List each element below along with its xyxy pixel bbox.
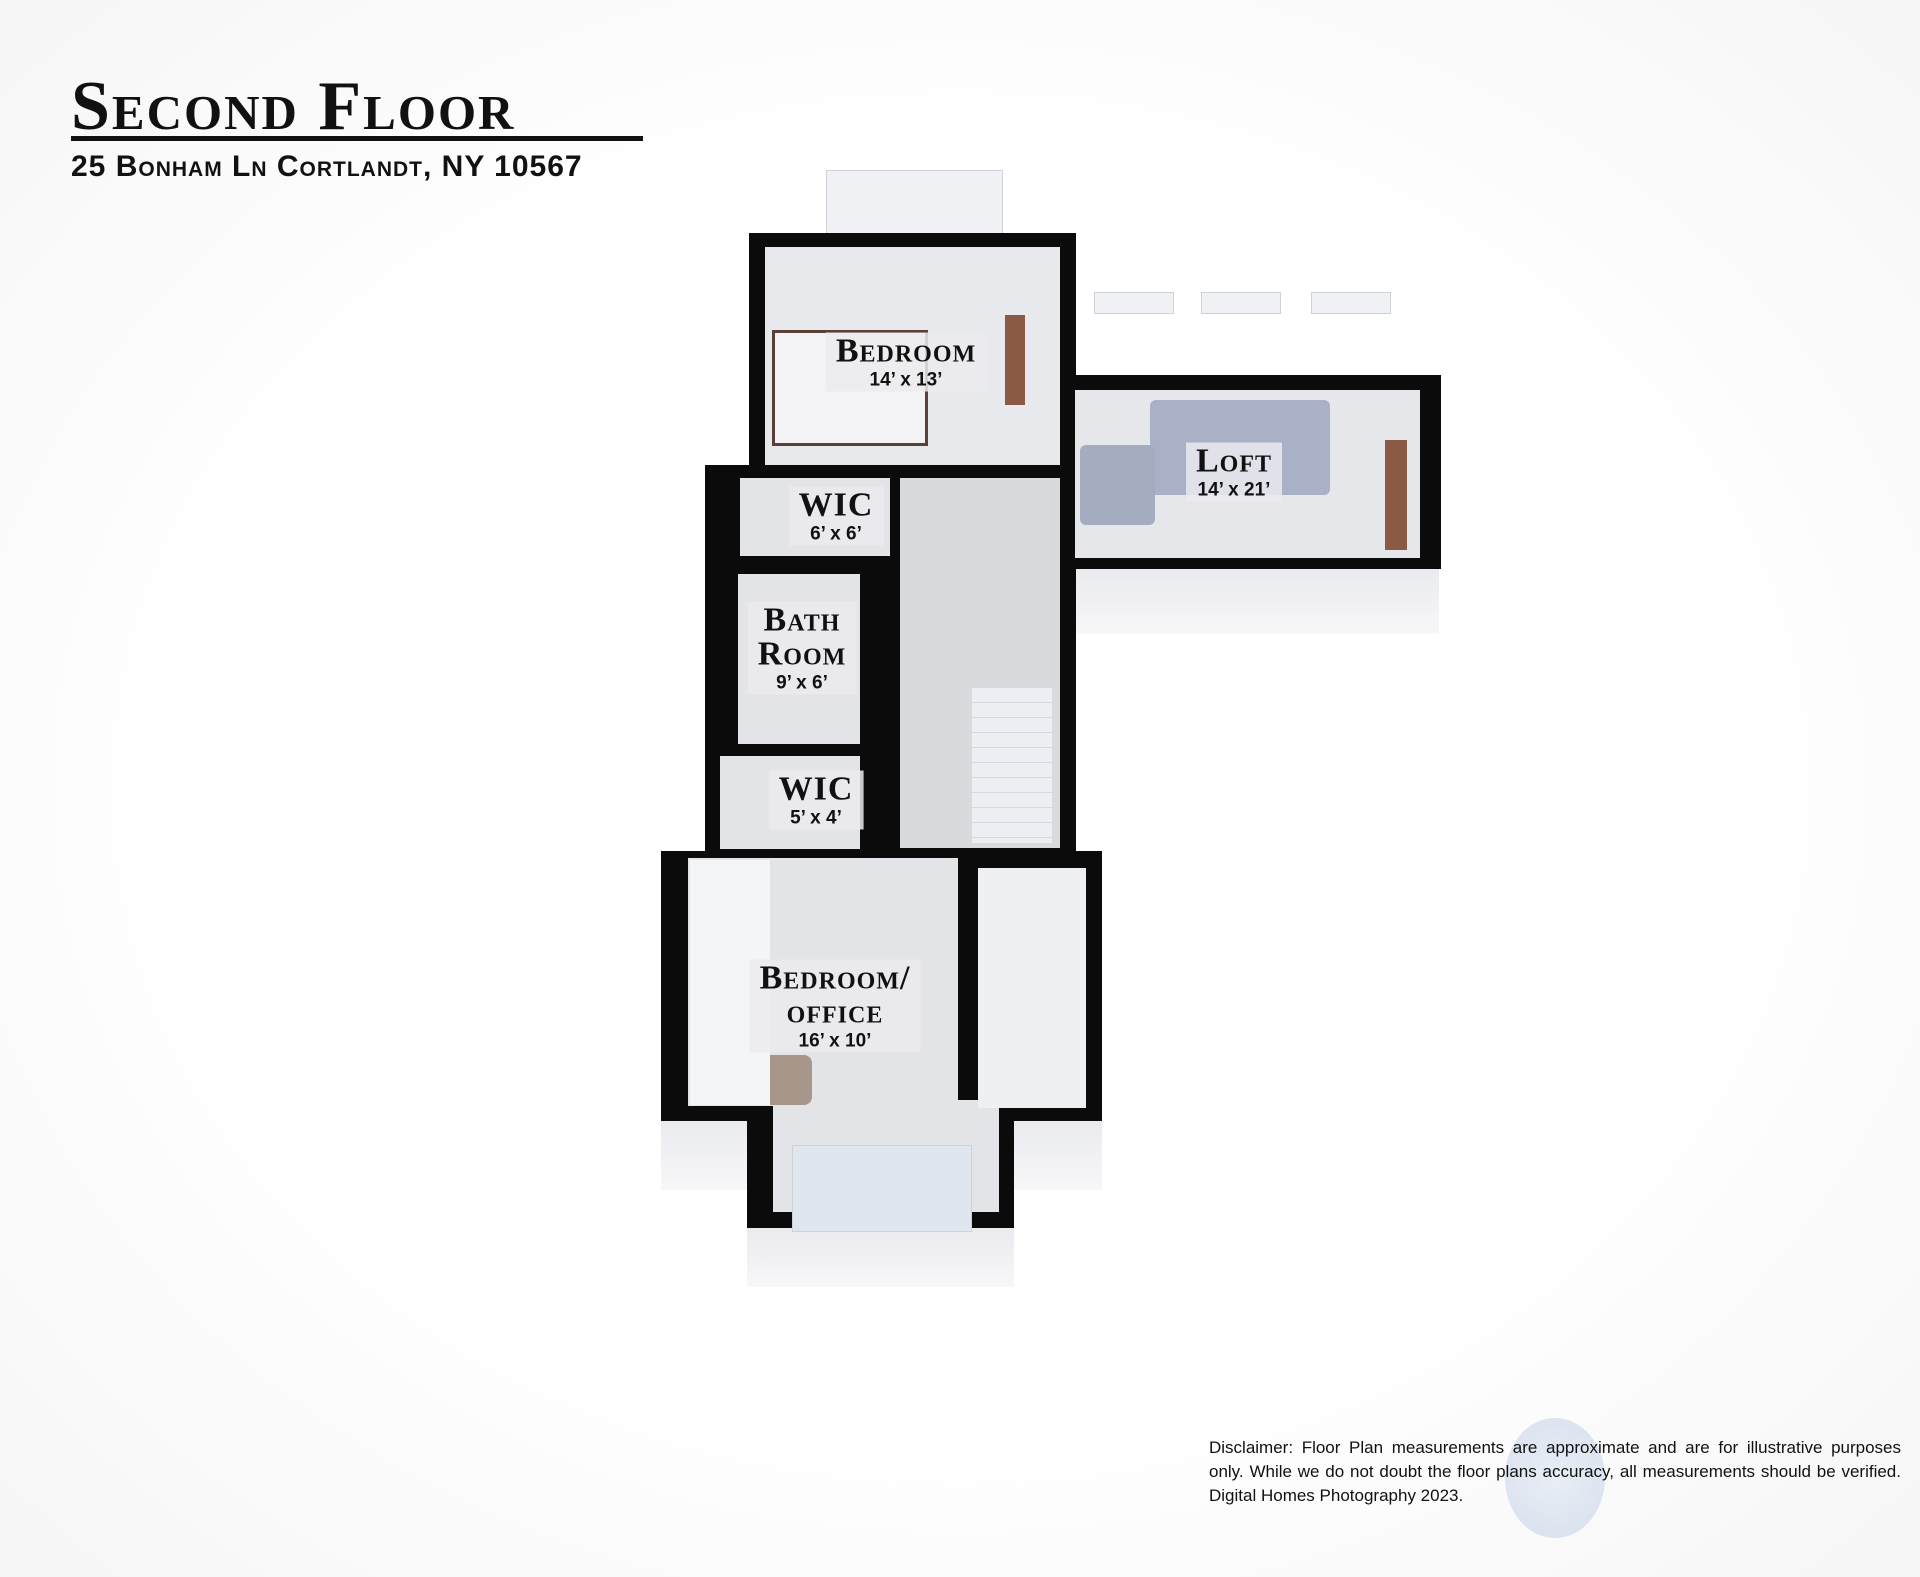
room-name: WIC <box>798 486 874 524</box>
bottom-wall-face <box>747 1225 1014 1287</box>
room-name: WIC <box>778 770 854 808</box>
office-chair <box>762 1055 812 1105</box>
room-name: Loft <box>1195 442 1273 480</box>
title-underline <box>71 136 643 141</box>
room-name: Bedroom <box>835 332 977 370</box>
dresser <box>1005 315 1025 405</box>
room-dimensions: 14’ x 13’ <box>869 369 943 391</box>
room-dimensions: 6’ x 6’ <box>810 523 862 545</box>
lower-wall-face <box>1014 1118 1102 1190</box>
stairs <box>972 688 1052 843</box>
room-label-wic: WIC 6’ x 6’ <box>788 486 884 546</box>
skylight <box>1094 292 1174 314</box>
room-dimensions: 16’ x 10’ <box>798 1030 872 1052</box>
closet-floor <box>978 868 1086 1108</box>
room-dimensions: 9’ x 6’ <box>776 672 828 694</box>
address: 25 Bonham Ln Cortlandt, NY 10567 <box>71 150 583 183</box>
room-name-line2: Room <box>757 635 847 673</box>
room-name-line2: office <box>786 993 884 1031</box>
room-label-bathroom: Bath Room 9’ x 6’ <box>747 601 857 695</box>
loft-wall-face <box>1075 566 1439 634</box>
room-label-bedroom-office: Bedroom/ office 16’ x 10’ <box>749 959 921 1053</box>
room-dimensions: 5’ x 4’ <box>790 807 842 829</box>
watermark-logo <box>1505 1418 1605 1538</box>
room-name: Bath <box>763 601 841 639</box>
room-name: Bedroom/ <box>759 959 911 997</box>
window <box>792 1145 972 1232</box>
skylight <box>1311 292 1391 314</box>
room-label-wic-2: WIC 5’ x 4’ <box>768 770 864 830</box>
room-dimensions: 14’ x 21’ <box>1197 479 1271 501</box>
disclaimer: Disclaimer: Floor Plan measurements are … <box>1209 1438 1901 1505</box>
skylight <box>1201 292 1281 314</box>
page-title: Second Floor <box>71 68 516 145</box>
armchair <box>1080 445 1155 525</box>
room-label-bedroom: Bedroom 14’ x 13’ <box>825 332 987 392</box>
lower-wall-face <box>661 1118 747 1190</box>
desk <box>1385 440 1407 550</box>
room-label-loft: Loft 14’ x 21’ <box>1185 442 1283 502</box>
